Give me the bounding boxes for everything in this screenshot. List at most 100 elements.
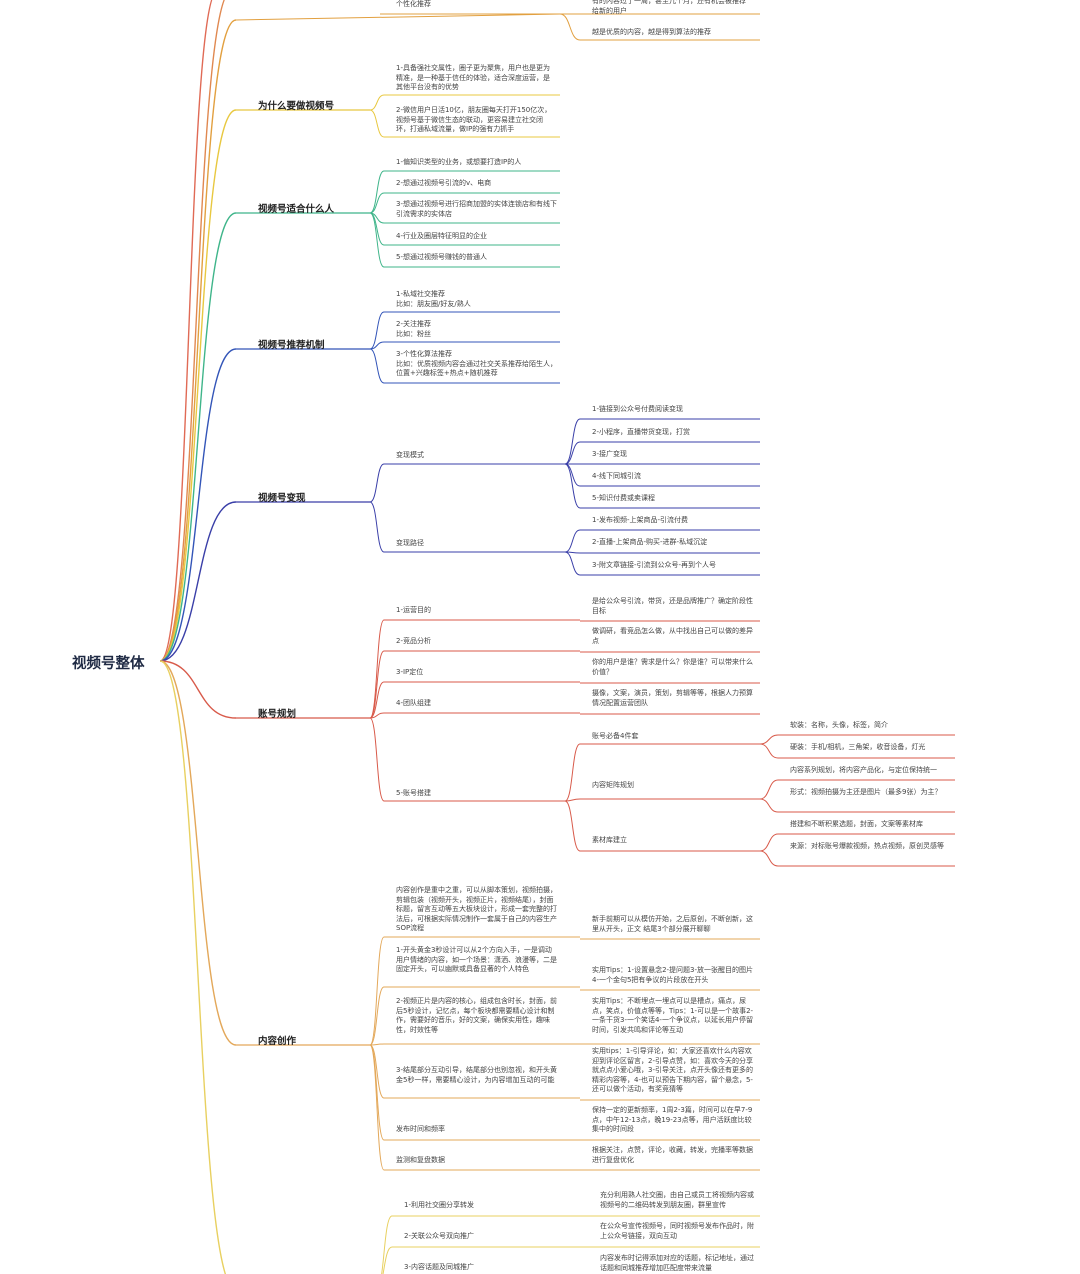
connector <box>559 13 581 41</box>
connector-account <box>159 660 237 719</box>
content-item: 发布时间和频率 <box>396 1125 445 1133</box>
connector <box>369 619 385 719</box>
connector <box>382 1246 393 1274</box>
mech-item: 3-个性化算法推荐比如：优质视频内容会通过社交关系推荐给陌生人，位置+兴趣标签+… <box>396 350 557 377</box>
connector <box>759 833 779 852</box>
account-item-note: 摄像，文案，演员，策划，剪辑等等，根据人力预算情况配置运营团队 <box>592 689 753 707</box>
connector <box>564 441 581 465</box>
content-item-note: 实用Tips：不断埋点一埋点可以是槽点，痛点，尿点，笑点，价值点等等，Tips：… <box>592 997 754 1034</box>
content-item-note: 实用Tips：1-设置悬念2-提问题3-放一张醒目的图片4-一个金句5把有争议的… <box>592 966 754 984</box>
connector <box>564 743 581 802</box>
connector <box>759 779 779 800</box>
promo-item: 1-利用社交圈分享转发 <box>404 1201 474 1209</box>
connector <box>564 529 581 553</box>
account-build-leaf: 硬装：手机/相机，三角架，收音设备，灯光 <box>790 743 926 751</box>
monetization-mode: 变现模式 <box>396 451 424 459</box>
content-item-note: 实用tips：1-引导评论，如：大家还喜欢什么内容欢迎到评论区留言，2-引导点赞… <box>592 1047 753 1093</box>
connector <box>369 986 385 1046</box>
top-leaf: 越是优质的内容，越是得到算法的推荐 <box>592 28 711 36</box>
account-build-leaf: 软装：名称，头像，标签，简介 <box>790 721 888 729</box>
branch-account: 账号规划 <box>258 709 297 720</box>
branch-mech: 视频号推荐机制 <box>258 340 325 351</box>
promo-item: 2-关联公众号双向推广 <box>404 1232 474 1240</box>
content-item: 监测和复盘数据 <box>396 1156 445 1164</box>
connector <box>369 212 385 268</box>
mech-item: 1-私域社交推荐比如：朋友圈/好友/熟人 <box>396 290 471 308</box>
content-item: 1-开头黄金3秒设计可以从2个方向入手，一是调动用户情绪的内容，如一个场景：潇洒… <box>396 946 557 973</box>
content-item: 3-结尾部分互动引导，结尾部分也别忽视，和开头黄金5秒一样，需要精心设计，为内容… <box>396 1066 557 1084</box>
underline <box>235 13 561 21</box>
monetization-path: 变现路径 <box>396 539 424 547</box>
who-item: 2-想通过视频号引流的v、电商 <box>396 179 492 187</box>
connector <box>369 348 385 384</box>
account-item-note: 你的用户是谁？需求是什么？你是谁？可以带来什么价值？ <box>592 658 753 676</box>
connector <box>759 798 779 813</box>
connector <box>564 551 581 576</box>
connector <box>564 800 581 852</box>
monetization-path-item: 3-附文章链接-引流到公众号-再到个人号 <box>592 561 717 569</box>
connector <box>369 712 385 719</box>
connector <box>369 1043 385 1046</box>
connector <box>369 311 385 350</box>
account-build-leaf: 来源：对标账号爆款视频，热点视频，原创灵感等 <box>790 842 944 850</box>
who-item: 5-想通过视频号赚钱的普通人 <box>396 253 487 261</box>
account-build: 5-账号搭建 <box>396 789 431 797</box>
account-item: 3-IP定位 <box>396 668 424 676</box>
connector <box>369 650 385 719</box>
connector-who <box>159 212 237 662</box>
root-title: 视频号整体 <box>72 656 145 672</box>
connector <box>369 463 385 503</box>
top-leaf: 有的内容过了一周，甚至几个月，还有机会被推荐给新的用户 <box>592 0 746 15</box>
monetization-mode-item: 4-线下同城引流 <box>592 472 641 480</box>
connector <box>369 109 385 138</box>
who-item: 1-偏知识类型的业务，或想要打造IP的人 <box>396 158 522 166</box>
connector <box>369 681 385 719</box>
account-item: 4-团队组建 <box>396 699 431 707</box>
branch-content: 内容创作 <box>258 1036 297 1047</box>
content-item-note: 新手前期可以从模仿开始，之后原创，不断创新，这里从开头，正文 结尾3个部分展开聊… <box>592 915 753 933</box>
account-build-group: 内容矩阵规划 <box>592 781 634 789</box>
connector <box>759 734 779 745</box>
connector <box>369 341 385 350</box>
top-node: 个性化推荐 <box>396 0 431 8</box>
account-build-leaf: 形式：视频拍摄为主还是图片（最多9张）为主？ <box>790 788 942 796</box>
connector <box>369 170 385 214</box>
connector <box>369 94 385 111</box>
connector <box>369 717 385 802</box>
branch-monetization: 视频号变现 <box>258 493 306 504</box>
connector-monetization <box>159 501 237 662</box>
account-build-group: 素材库建立 <box>592 836 627 844</box>
account-build-group: 账号必备4件套 <box>592 732 639 740</box>
monetization-mode-item: 5-知识付费或卖课程 <box>592 494 655 502</box>
monetization-path-item: 2-直播-上架商品-购买-进群-私域沉淀 <box>592 538 708 546</box>
promo-item-note: 内容发布时记得添加对应的话题，标记地址，通过话题和同城推荐增加匹配度带来流量 <box>600 1254 754 1272</box>
promo-item: 3-内容话题及同城推广 <box>404 1263 474 1271</box>
connector-top-branch <box>159 19 237 662</box>
why-item: 2-微信用户日活10亿，朋友圈每天打开150亿次，视频号基于微信生态的联动，更容… <box>396 106 552 133</box>
monetization-path-item: 1-发布视频-上架商品-引流付费 <box>592 516 689 524</box>
account-item: 1-运营目的 <box>396 606 431 614</box>
content-item-note: 根据关注，点赞，评论，收藏，转发，完播率等数据进行复盘优化 <box>592 1146 753 1164</box>
monetization-mode-item: 1-链接到公众号付费阅读变现 <box>592 405 683 413</box>
connector <box>759 743 779 759</box>
who-item: 3-想通过视频号进行招商加盟的实体连锁店和有线下引流需求的实体店 <box>396 200 557 218</box>
why-item: 1-具备强社交属性，圈子更为聚焦，用户也是更为精准，是一种基于信任的体验，适合深… <box>396 64 550 91</box>
monetization-mode-item: 3-接广变现 <box>592 450 627 458</box>
monetization-mode-item: 2-小程序，直播带货变现，打赏 <box>592 428 690 436</box>
connector-offscreen-branch <box>159 0 213 662</box>
connector <box>381 1215 393 1274</box>
connector <box>759 850 779 867</box>
connector <box>369 192 385 214</box>
connector <box>369 1044 385 1141</box>
account-item: 2-竞品分析 <box>396 637 431 645</box>
who-item: 4-行业及圈层特征明显的企业 <box>396 232 487 240</box>
connector <box>564 463 581 509</box>
promo-item-note: 在公众号宣传视频号，同时视频号发布作品时，附上公众号链接，双向互动 <box>600 1222 754 1240</box>
connector <box>369 936 385 1046</box>
content-item: 2-视频正片是内容的核心，组成包含时长，封面，前后5秒设计，记忆点，每个板块都需… <box>396 997 557 1034</box>
connector-promo-branch <box>159 660 227 1274</box>
promo-item-note: 充分利用熟人社交圈，由自己或员工将视频内容或视频号的二维码转发到朋友圈，群里宣传 <box>600 1191 754 1209</box>
connector-mech <box>159 348 237 662</box>
